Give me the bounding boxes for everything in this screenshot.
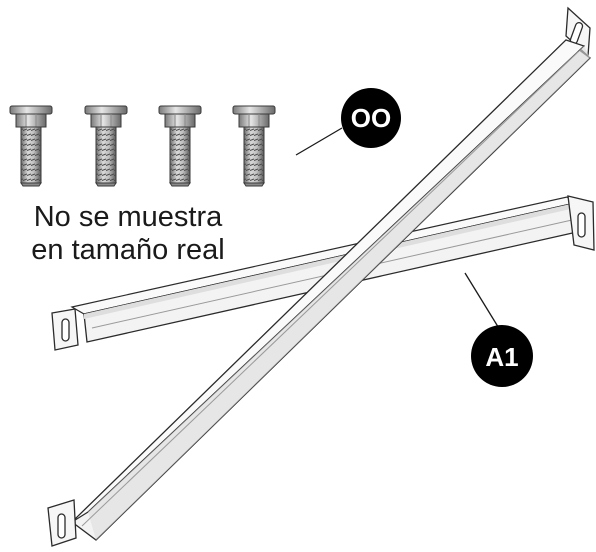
bar-horizontal <box>51 195 595 351</box>
bars-callout-label: A1 <box>485 342 518 372</box>
screws-callout-label: OO <box>351 103 391 133</box>
screw-1 <box>9 105 53 187</box>
bar-horizontal-right-slot <box>577 212 586 238</box>
screw-4 <box>232 105 276 187</box>
bars-callout-circle <box>471 325 533 387</box>
bars-leader-line <box>464 272 501 331</box>
screws-leader-line <box>295 127 343 156</box>
caption-line-2: en tamaño real <box>31 234 224 266</box>
screw-2 <box>84 105 128 187</box>
screw-3 <box>158 105 202 187</box>
bar-diagonal-bottom-slot <box>57 513 66 539</box>
bar-diagonal <box>47 6 591 547</box>
screws-group <box>9 105 276 187</box>
screws-callout-circle <box>341 88 401 148</box>
bar-horizontal-left-slot <box>61 318 70 342</box>
caption-line-1: No se muestra <box>34 201 223 233</box>
